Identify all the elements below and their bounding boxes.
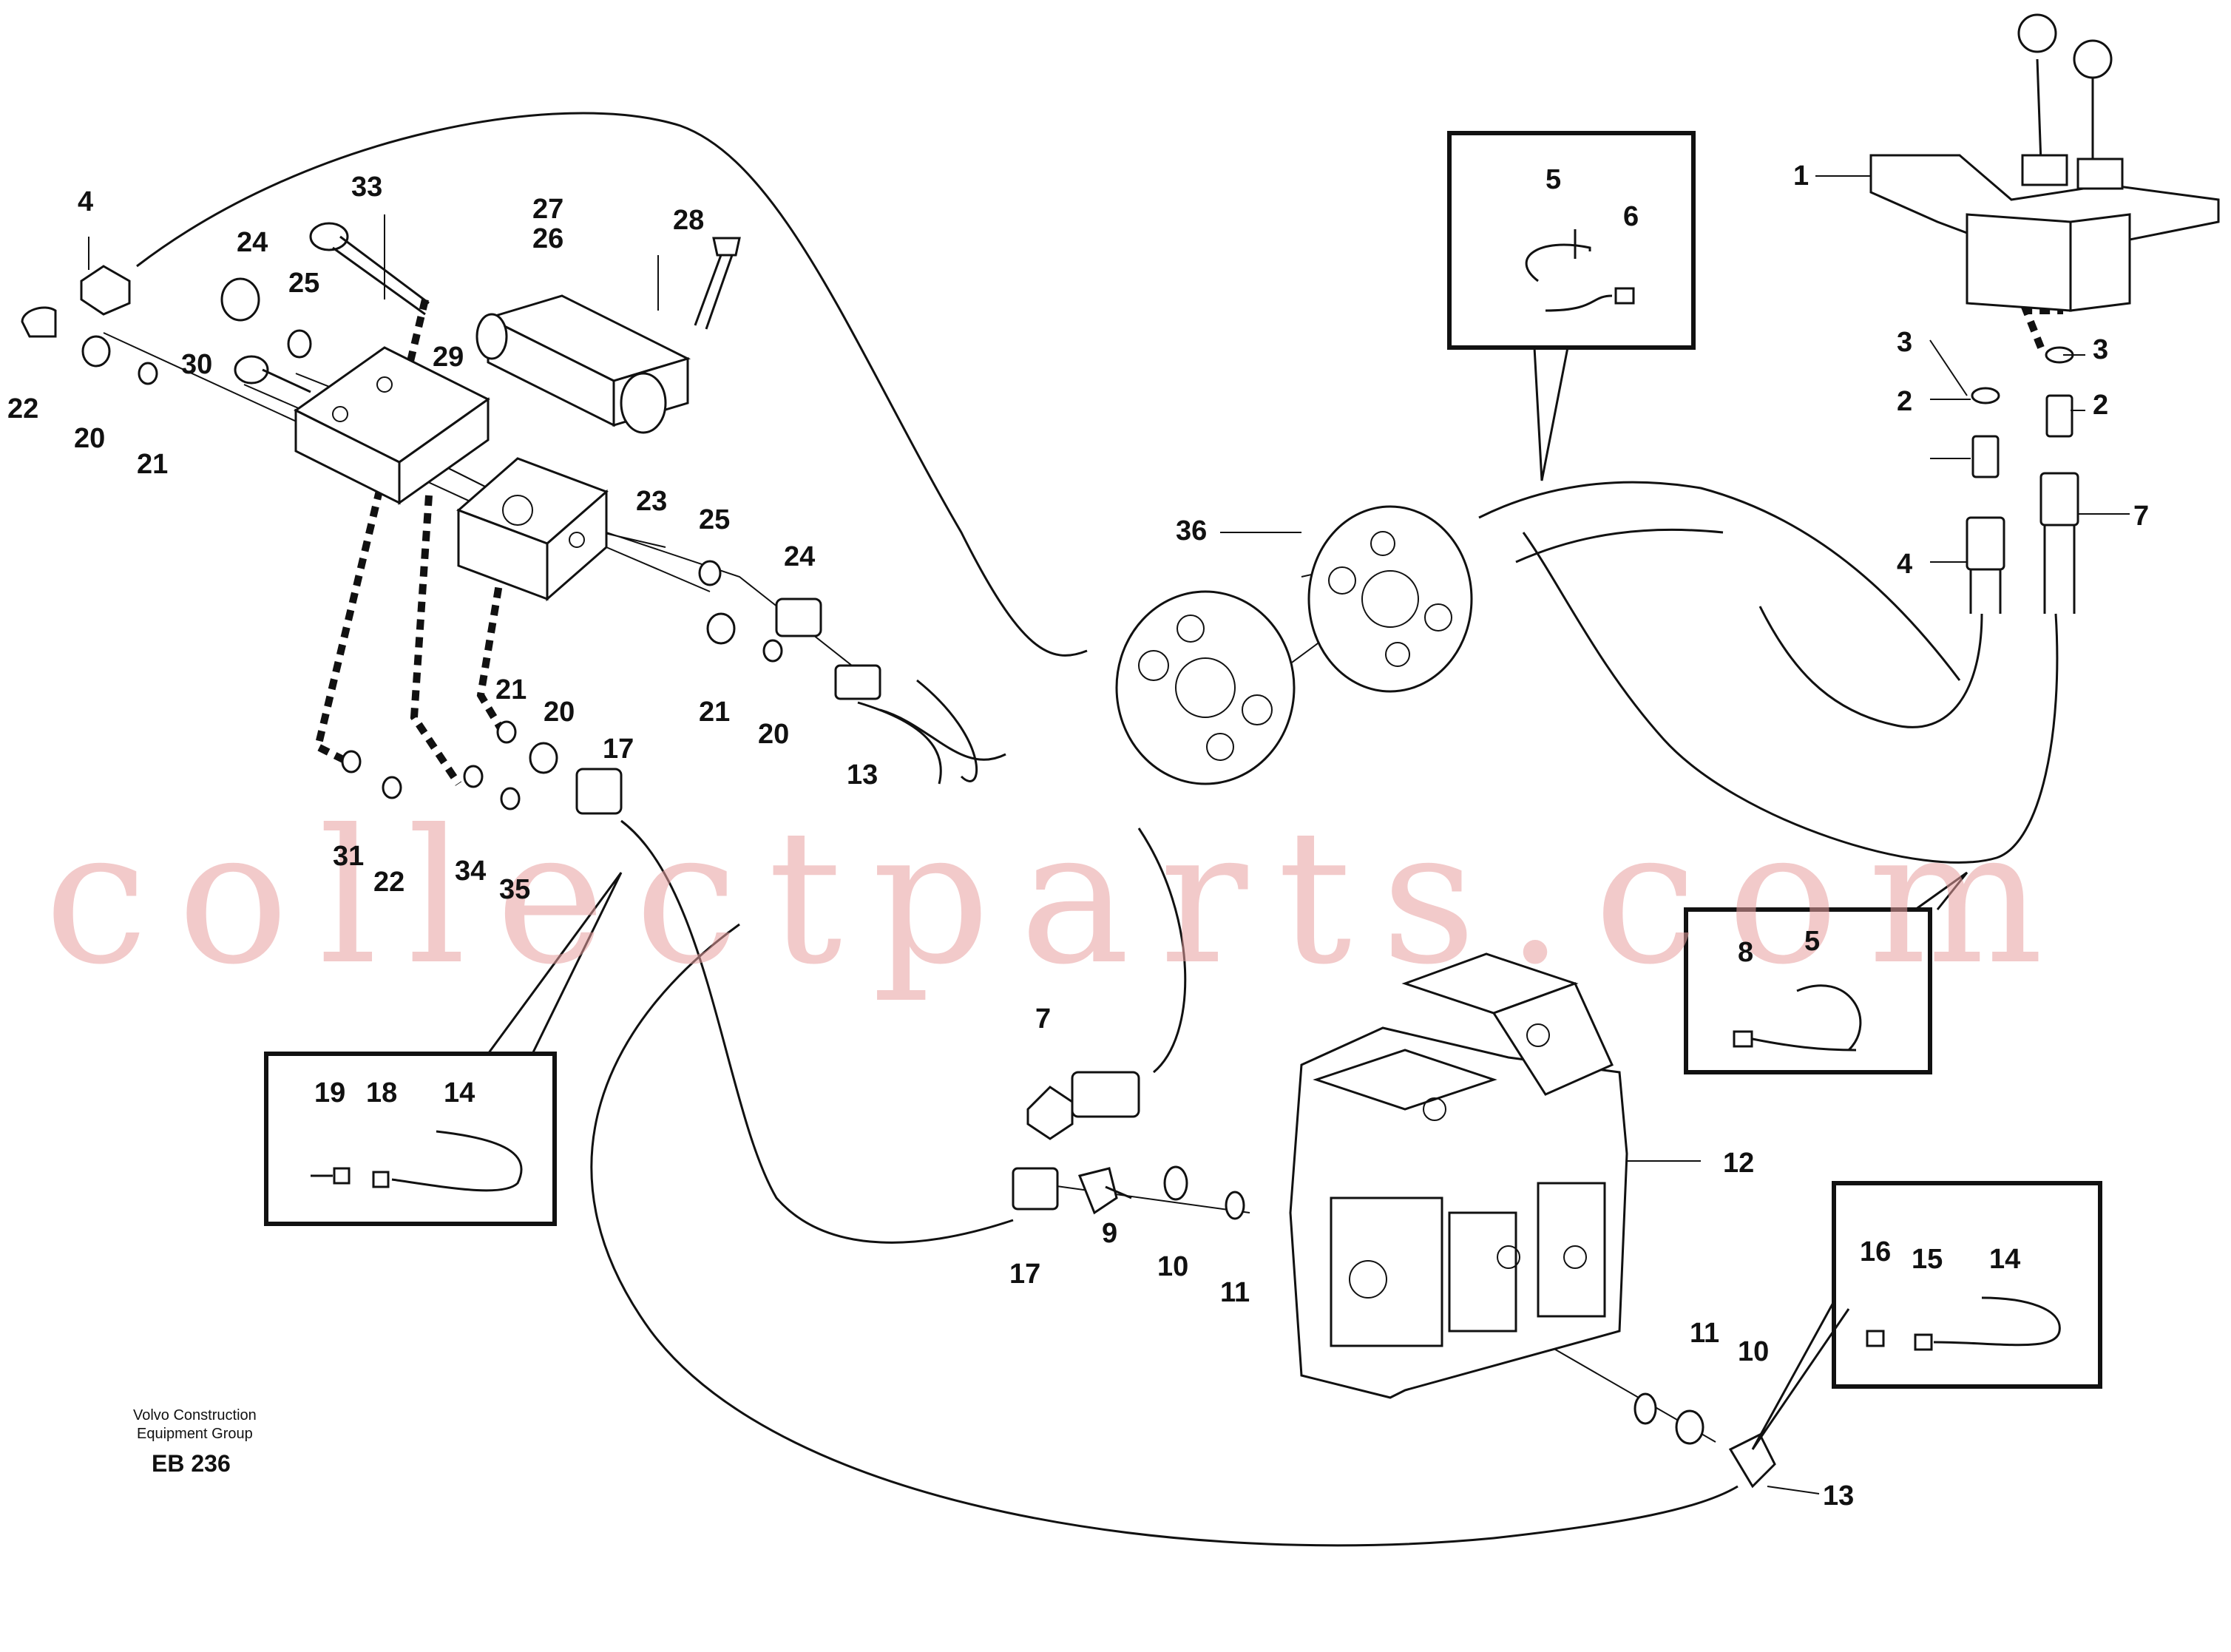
callout-17: 17 xyxy=(603,734,634,765)
inset-box-right xyxy=(1684,871,1968,1074)
callout-10: 10 xyxy=(1157,1251,1188,1282)
callout-28: 28 xyxy=(673,205,704,236)
bolt-28 xyxy=(694,237,741,330)
footer-company-line1: Volvo Construction xyxy=(133,1407,257,1424)
washer-25-lower xyxy=(698,560,722,586)
callout-10: 10 xyxy=(1738,1336,1769,1367)
inset-box-bottom-right xyxy=(1751,1181,2102,1450)
callout-2: 2 xyxy=(2093,390,2108,421)
callout-20: 20 xyxy=(758,719,789,750)
watermark: collectparts.com xyxy=(44,790,2073,1005)
callout-34: 34 xyxy=(455,856,486,887)
callout-13: 13 xyxy=(847,759,878,791)
main-valve-12 xyxy=(1289,952,1628,1399)
callout-17: 17 xyxy=(1009,1259,1040,1290)
right-fittings xyxy=(1966,346,2079,614)
plug-24-upper xyxy=(220,277,260,322)
inset-box-left xyxy=(264,872,623,1226)
callout-4: 4 xyxy=(1897,549,1912,580)
callout-7: 7 xyxy=(2133,501,2149,532)
callout-15: 15 xyxy=(1912,1244,1943,1275)
callout-4: 4 xyxy=(78,186,93,217)
callout-11: 11 xyxy=(1690,1318,1719,1349)
callout-labels: 1 2 2 3 3 4 4 5 5 6 7 7 8 9 10 10 11 11 … xyxy=(7,160,2149,1511)
callout-3: 3 xyxy=(1897,327,1912,358)
callout-7: 7 xyxy=(1035,1003,1051,1035)
callout-5: 5 xyxy=(1546,164,1561,195)
callout-31: 31 xyxy=(333,841,364,872)
callout-18: 18 xyxy=(366,1077,397,1108)
callout-36: 36 xyxy=(1176,515,1207,546)
callout-5: 5 xyxy=(1804,926,1820,957)
solenoid-27 xyxy=(475,294,691,434)
inset-box-top-center xyxy=(1447,131,1696,481)
footer: Volvo Construction Equipment Group EB 23… xyxy=(133,1407,257,1477)
damper-36-front xyxy=(1115,590,1296,785)
bolt-33 xyxy=(309,222,430,316)
control-lever-unit-1 xyxy=(1869,13,2220,312)
damper-36-rear xyxy=(1307,505,1473,693)
callout-29: 29 xyxy=(433,342,464,373)
callout-30: 30 xyxy=(181,349,212,380)
callout-3: 3 xyxy=(2093,334,2108,365)
washer-25-upper xyxy=(287,329,312,359)
callout-22: 22 xyxy=(7,393,38,424)
callout-33: 33 xyxy=(351,172,382,203)
callout-27: 27 xyxy=(532,194,563,225)
callout-20: 20 xyxy=(544,697,575,728)
callout-26: 26 xyxy=(532,223,563,254)
valve-block-29 xyxy=(294,346,490,505)
callout-1: 1 xyxy=(1793,160,1809,192)
left-fittings xyxy=(21,265,881,815)
plug-24-lower xyxy=(775,598,822,637)
callout-16: 16 xyxy=(1860,1236,1891,1267)
callout-6: 6 xyxy=(1623,201,1639,232)
callout-20: 20 xyxy=(74,423,105,454)
center-fittings xyxy=(1012,1071,1776,1489)
callout-24: 24 xyxy=(784,541,815,572)
callout-13: 13 xyxy=(1823,1480,1854,1511)
callout-9: 9 xyxy=(1102,1218,1117,1249)
callout-2: 2 xyxy=(1897,386,1912,417)
callout-21: 21 xyxy=(699,697,730,728)
callout-22: 22 xyxy=(373,867,404,898)
footer-diagram-code: EB 236 xyxy=(152,1450,231,1477)
callout-21: 21 xyxy=(495,674,527,705)
callout-11: 11 xyxy=(1220,1277,1250,1308)
footer-company-line2: Equipment Group xyxy=(137,1426,253,1442)
callout-25: 25 xyxy=(288,268,319,299)
leader-lines xyxy=(88,175,2130,1494)
callout-14: 14 xyxy=(1989,1244,2020,1275)
callout-24: 24 xyxy=(237,227,268,258)
callout-23: 23 xyxy=(636,486,667,517)
callout-12: 12 xyxy=(1723,1148,1754,1179)
bolt-30 xyxy=(234,355,311,393)
callout-19: 19 xyxy=(314,1077,345,1108)
callout-8: 8 xyxy=(1738,937,1753,968)
callout-25: 25 xyxy=(699,504,730,535)
callout-21: 21 xyxy=(137,449,168,480)
callout-14: 14 xyxy=(444,1077,475,1108)
callout-35: 35 xyxy=(499,874,530,905)
valve-block-23 xyxy=(456,457,609,602)
